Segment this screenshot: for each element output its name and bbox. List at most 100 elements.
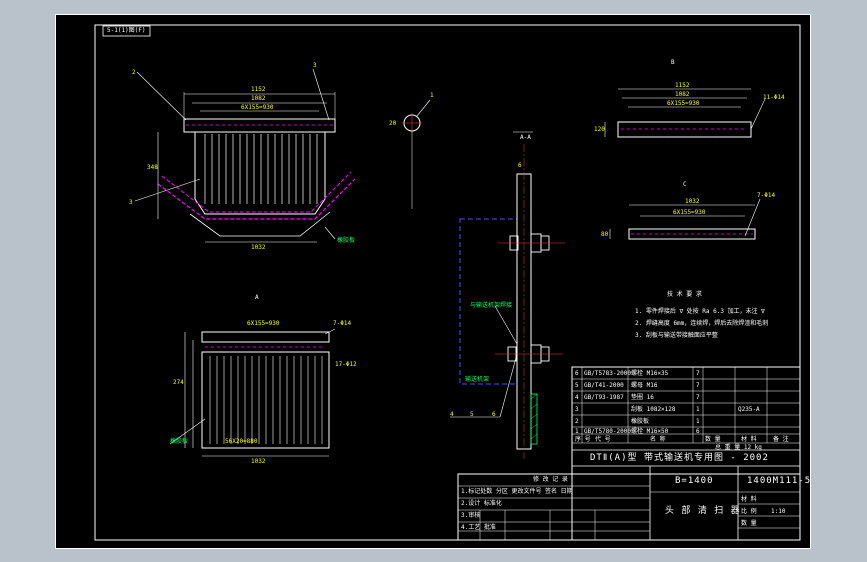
part-no: 1 xyxy=(575,428,579,435)
drawing-frame xyxy=(94,24,801,541)
hdr-name: 名 称 xyxy=(650,436,666,443)
hdr-note: 备 注 xyxy=(773,436,789,443)
material-label: 材 料 xyxy=(741,496,757,503)
dim-1152: 1152 xyxy=(251,86,266,93)
dim-274: 274 xyxy=(173,379,184,386)
label-rubber: 橡胶板 xyxy=(337,237,356,244)
view-c xyxy=(609,198,761,240)
note-3: 3. 刮板与输送带接触面应平整 xyxy=(635,332,718,339)
part-qty: 1 xyxy=(696,418,700,425)
dim-b-120: 120 xyxy=(594,126,605,133)
title-block xyxy=(457,366,801,541)
label-rubber-a: 橡胶板 xyxy=(170,438,189,445)
part-name: 垫圈 16 xyxy=(631,394,654,401)
scraper-body xyxy=(194,131,326,215)
note-2: 2. 焊缝高度 6mm，连续焊，焊后去除焊渣和毛刺 xyxy=(635,320,769,327)
front-view xyxy=(134,68,356,243)
part-title: 头 部 清 扫 器 xyxy=(665,506,741,516)
dim-b-1082: 1082 xyxy=(675,91,690,98)
scale-value: 1:10 xyxy=(771,508,786,515)
slot-label: 17-Φ12 xyxy=(335,361,357,368)
dim-holes-bottom: 56X20=880 xyxy=(225,438,258,445)
callout-1: 1 xyxy=(430,92,434,99)
part-no: 2 xyxy=(575,418,579,425)
view-c-plate xyxy=(628,228,756,240)
part-code: GB/T5783-2000 xyxy=(584,370,631,377)
title-line: DTⅡ(A)型 带式输送机专用图 - 2002 xyxy=(590,453,769,463)
callout-rubber-front: 3 xyxy=(129,199,133,206)
part-no: 5 xyxy=(575,382,579,389)
leader-2 xyxy=(136,71,187,121)
qty-label: 数 量 xyxy=(741,520,757,527)
hdr-mat: 材 料 xyxy=(741,436,757,443)
view-b-plate xyxy=(617,121,752,138)
part-name: 刮板 1082×128 xyxy=(631,406,676,413)
hdr-code: 代 号 xyxy=(595,436,611,443)
view-a-label: A xyxy=(255,294,259,301)
view-a-top-plate xyxy=(201,331,330,343)
view-a-ribs xyxy=(209,356,323,444)
note-1: 1. 零件焊接后 ∇ 处按 Ra 6.3 加工，未注 ∇ xyxy=(635,308,765,315)
idler-trough xyxy=(189,211,331,237)
part-no: 6 xyxy=(575,370,579,377)
part-code: GB/T5780-2000 xyxy=(584,428,631,435)
holes-small: 7-Φ14 xyxy=(333,320,352,327)
part-name: 螺栓 M16×35 xyxy=(631,370,669,377)
section-mark: A-A xyxy=(520,134,531,141)
callout-5: 5 xyxy=(470,411,474,418)
part-qty: 7 xyxy=(696,382,700,389)
part-name: 螺母 M16 xyxy=(631,382,658,389)
holes-right: 11-Φ14 xyxy=(763,94,785,101)
part-code: GB/T41-2000 xyxy=(584,382,624,389)
dim-1082: 1082 xyxy=(251,95,266,102)
revision-title: 修 改 记 录 xyxy=(533,476,568,483)
label-mount: 与输送机架焊接 xyxy=(470,302,513,309)
dim-1032: 1032 xyxy=(251,244,266,251)
hdr-no: 序 号 xyxy=(575,436,591,443)
leader-rubber xyxy=(134,178,201,202)
part-code: GB/T93-1987 xyxy=(584,394,624,401)
view-c-label: C xyxy=(683,181,687,188)
dim-c-80: 80 xyxy=(601,231,609,238)
dim-c-holes: 6X155=930 xyxy=(673,209,706,216)
drawing-code: 1400M111-5 xyxy=(747,476,812,486)
view-b-label: B xyxy=(671,59,675,66)
callout-3: 3 xyxy=(313,62,317,69)
dim-b-1152: 1152 xyxy=(675,82,690,89)
drawing-sheet xyxy=(55,14,811,549)
dim-1032-a: 1032 xyxy=(251,458,266,465)
view-a-body xyxy=(201,351,330,449)
outer-border xyxy=(55,14,811,549)
part-no: 4 xyxy=(575,394,579,401)
part-no: 3 xyxy=(575,406,579,413)
part-qty: 1 xyxy=(696,406,700,413)
part-name: 橡胶板 xyxy=(631,418,650,425)
part-qty: 7 xyxy=(696,394,700,401)
conveyor-belt-inner xyxy=(161,171,352,213)
section-view xyxy=(450,131,565,459)
corner-tag: 5-1(1)图(F) xyxy=(107,27,146,34)
top-mounting-plate xyxy=(183,118,336,133)
dim-holes: 6X155=930 xyxy=(241,104,274,111)
label-frame: 输送机架 xyxy=(465,376,490,383)
cad-viewport[interactable]: 5-1(1)图(F) 1152 1082 6X155=930 1032 348 … xyxy=(55,14,811,549)
callout-6b: 6 xyxy=(492,411,496,418)
callout-4: 4 xyxy=(450,411,454,418)
dim-b-holes: 6X155=930 xyxy=(667,100,700,107)
holes-c: 7-Φ14 xyxy=(757,192,776,199)
part-name: 螺栓 M16×50 xyxy=(631,428,669,435)
hdr-qty: 数 量 xyxy=(705,436,721,443)
dim-c-1032: 1032 xyxy=(685,198,700,205)
notes-title: 技 术 要 求 xyxy=(667,291,702,298)
corner-tag-box xyxy=(102,25,151,37)
detail-bolt-1 xyxy=(402,99,431,209)
callout-6: 6 xyxy=(518,162,522,169)
dim-holes-a: 6X155=930 xyxy=(247,320,280,327)
part-qty: 7 xyxy=(696,370,700,377)
dim-20: 20 xyxy=(389,120,397,127)
leader-3 xyxy=(312,68,330,121)
view-b xyxy=(604,88,766,138)
part-mat: Q235-A xyxy=(738,406,760,413)
revision-row-4: 4.工艺 批准 xyxy=(461,524,496,531)
b-label: B=1400 xyxy=(675,476,714,486)
